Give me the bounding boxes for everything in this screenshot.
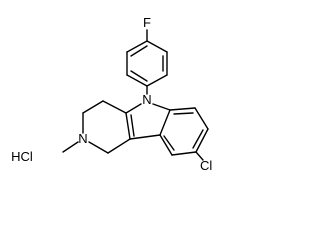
bond-ring-3	[146, 74, 168, 87]
double-bond-benz-2	[192, 129, 204, 149]
bond-n-c4a	[125, 103, 142, 114]
bond-ring-1	[146, 40, 168, 53]
bond-c4a-c4	[102, 100, 127, 114]
tetrahydropyridine-ring	[62, 100, 131, 154]
bond-benz-4	[171, 151, 197, 156]
bond-c4-c3	[82, 100, 104, 114]
structure-diagram: F N N Cl HCl	[11, 15, 212, 173]
bond-ring-6	[126, 40, 148, 53]
atom-label-fluorine: F	[143, 15, 151, 30]
bond-benz-1	[169, 107, 196, 111]
bond-benz-3	[195, 128, 209, 153]
double-bond-benz-3	[163, 135, 175, 151]
fluorophenyl-ring	[126, 29, 168, 87]
atom-label-salt: HCl	[11, 149, 33, 164]
bond-n-c7a	[152, 103, 171, 111]
atom-label-nitrogen-amine: N	[78, 131, 87, 146]
bond-n2-methyl	[62, 141, 79, 153]
bond-c8a-c7a	[159, 109, 171, 136]
bond-c4a-c4b	[125, 112, 131, 140]
double-bond-benz-1	[173, 112, 194, 115]
double-bond-ring-2	[130, 70, 148, 82]
bond-ring-4	[126, 74, 148, 87]
atom-label-chlorine: Cl	[200, 158, 212, 173]
double-bond-c4a-c4b	[130, 114, 135, 137]
bond-n2-c1	[88, 141, 109, 154]
bond-c4b-c8a	[129, 134, 161, 140]
indole-core	[125, 103, 209, 161]
bond-c-cl	[195, 151, 204, 161]
bond-benz-5	[159, 134, 173, 156]
bond-benz-2	[194, 107, 209, 130]
atom-label-nitrogen-indole: N	[142, 92, 151, 107]
bond-c1-c4b	[107, 138, 131, 154]
double-bond-ring-3	[130, 45, 148, 57]
